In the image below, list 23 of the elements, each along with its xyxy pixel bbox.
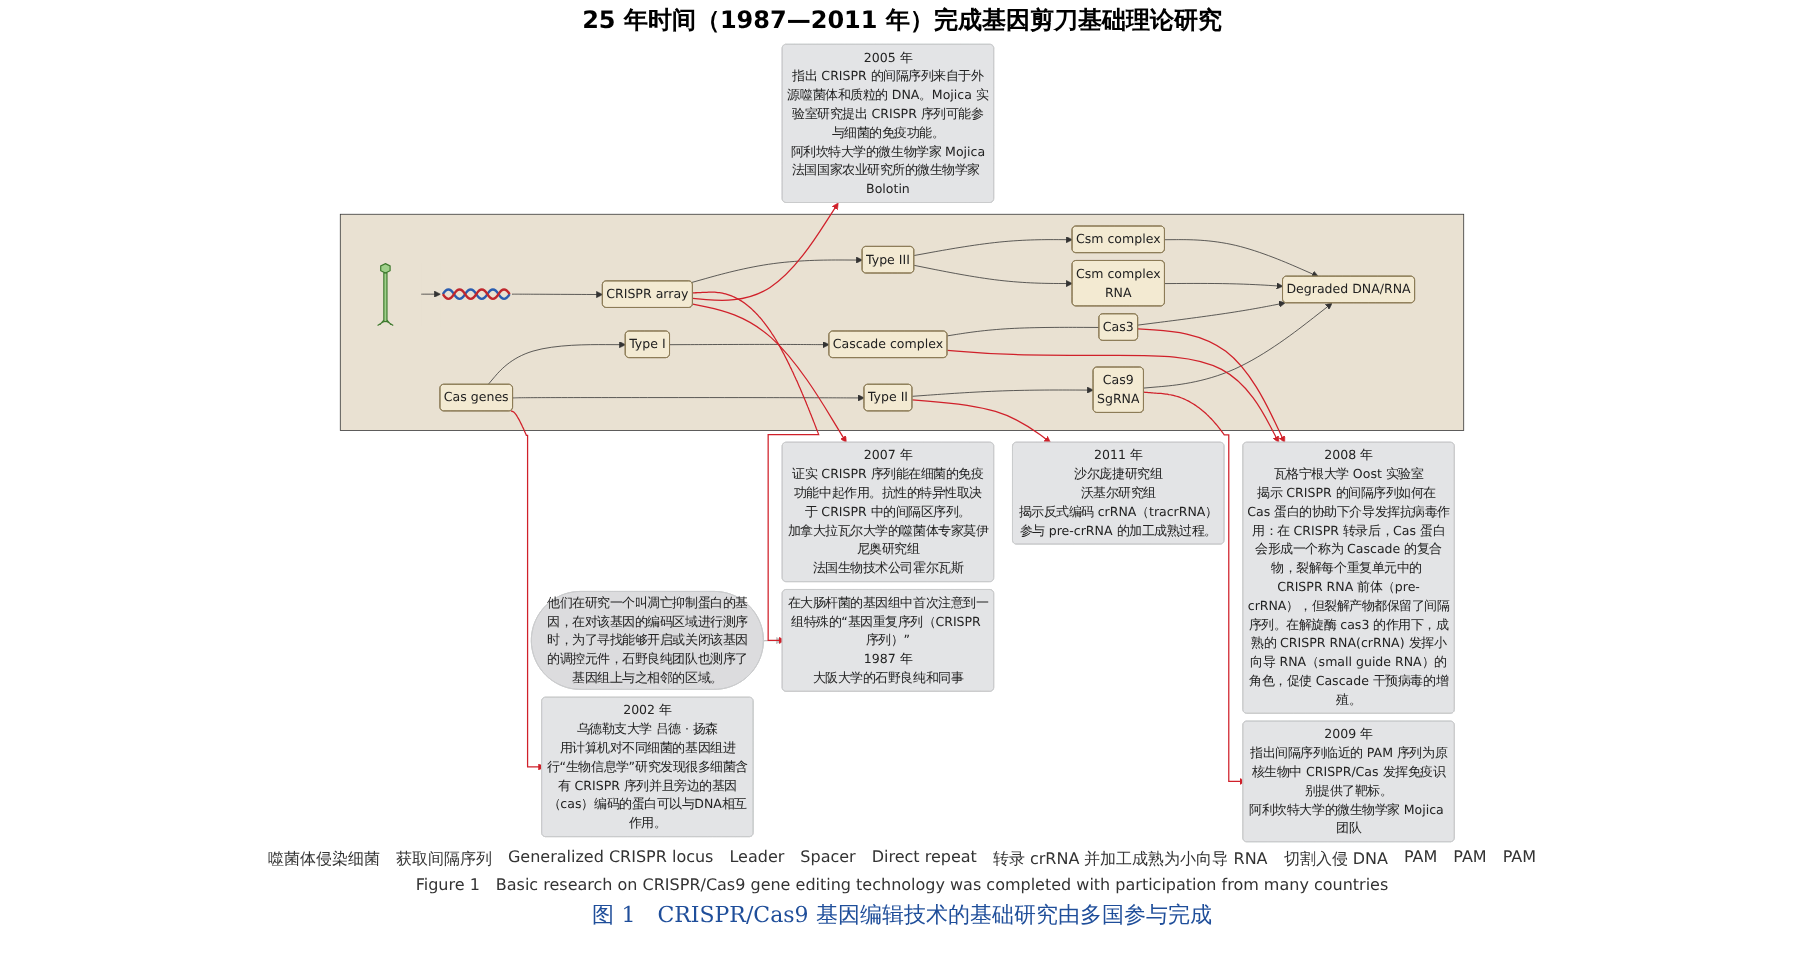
arrow — [1137, 328, 1286, 443]
label-text: 噬菌体侵染细菌 — [267, 848, 380, 870]
label-text: Leader — [729, 848, 785, 870]
label-text: PAM — [1403, 848, 1438, 870]
diagram-title: 25 年时间（1987—2011 年）完成基因剪刀基础理论研究 — [580, 4, 1224, 38]
figure-caption: 图 1 CRISPR/Cas9 基因编辑技术的基础研究由多国参与完成 — [590, 900, 1214, 930]
label-text: 转录 crRNA 并加工成熟为小向导 RNA — [992, 848, 1268, 870]
connector — [947, 326, 1100, 337]
label-text: PAM — [1453, 848, 1487, 870]
cluster — [339, 213, 1465, 431]
arrow — [1143, 391, 1247, 785]
label-text: 获取间隔序列 — [395, 848, 492, 870]
arrow — [692, 303, 847, 443]
label-text: Generalized CRISPR locus — [507, 848, 714, 870]
label-text: Direct repeat — [871, 848, 977, 870]
arrow — [692, 202, 839, 301]
arrow — [911, 399, 1051, 443]
label-text: Spacer — [800, 848, 856, 870]
label-text: Figure 1 Basic research on CRISPR/Cas9 gene editing technology was completed with participation from many countries — [415, 874, 1389, 896]
label-text: PAM — [1502, 848, 1537, 870]
label-text: 切割入侵 DNA — [1283, 848, 1388, 870]
arrow — [946, 349, 1280, 443]
arrow — [510, 410, 546, 771]
